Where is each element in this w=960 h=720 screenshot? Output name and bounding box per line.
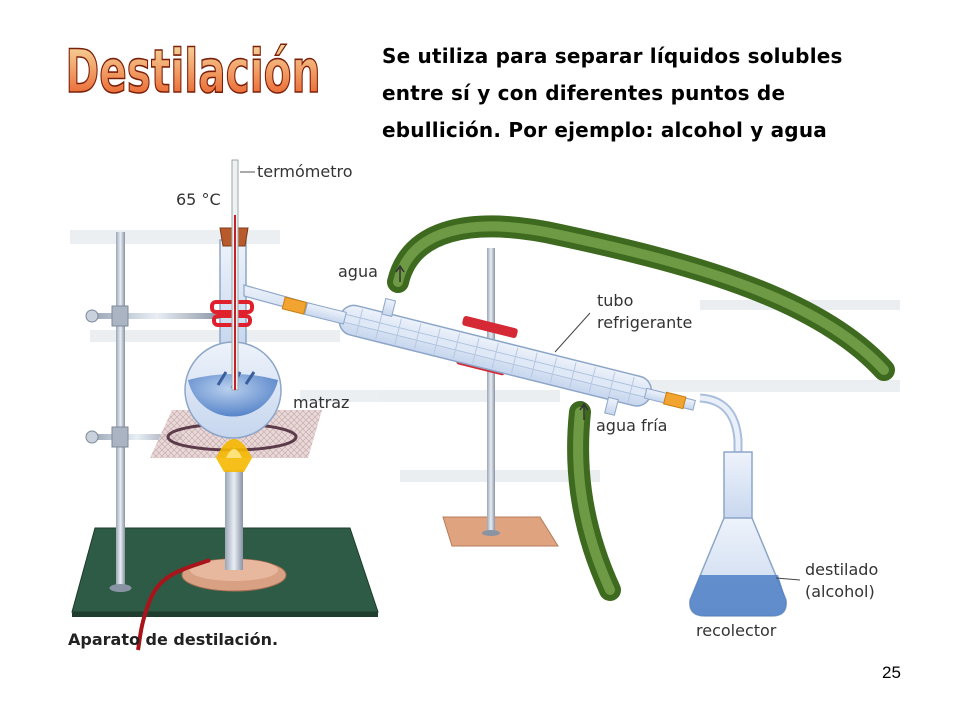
slide-title-text: Destilación: [66, 37, 321, 107]
upper-clamp-knob: [85, 309, 99, 323]
flame-inner: [226, 449, 242, 458]
outlet-adapter: [699, 393, 743, 456]
label-cold-water: agua fría: [596, 416, 668, 435]
label-thermometer: termómetro: [257, 162, 353, 181]
lower-clamp-holder: [111, 426, 129, 448]
intro-text: Se utiliza para separar líquidos soluble…: [382, 38, 902, 149]
right-stand-foot: [482, 530, 500, 536]
water-outlet-hose-highlight: [393, 221, 889, 375]
stand-base-plate-edge: [72, 612, 378, 617]
lower-clamp-knob: [85, 430, 99, 444]
leader-condenser: [554, 312, 591, 353]
water-inlet-arrow: [579, 402, 589, 420]
label-receiver: recolector: [696, 621, 777, 640]
diagram-caption: Aparato de destilación.: [68, 630, 279, 649]
label-distillate-line1: destilado: [805, 560, 879, 579]
flask-liquid: [188, 374, 278, 417]
burner-tube: [225, 470, 243, 570]
intro-line: Se utiliza para separar líquidos soluble…: [382, 44, 843, 68]
label-condenser-line2: refrigerante: [597, 313, 693, 332]
condenser-clamp-top: [462, 316, 518, 338]
label-temperature: 65 °C: [176, 190, 221, 209]
ring-stand-foot: [109, 584, 132, 592]
label-condenser-line1: tubo: [597, 291, 634, 310]
lower-clamp-arm: [92, 434, 182, 440]
intro-line: entre sí y con diferentes puntos de: [382, 81, 786, 105]
page-number: 25: [882, 663, 901, 682]
label-water-outlet: agua: [338, 262, 378, 281]
label-distillate-line2: (alcohol): [805, 582, 875, 601]
upper-clamp-arm: [92, 313, 222, 319]
intro-line: ebullición. Por ejemplo: alcohol y agua: [382, 118, 827, 142]
receiver-liquid: [689, 575, 787, 616]
water-outlet-arrow: [395, 264, 405, 282]
thermometer-mercury: [234, 215, 236, 390]
label-flask: matraz: [293, 393, 350, 412]
gas-hose: [136, 558, 211, 651]
right-stand-pole: [487, 248, 495, 533]
distillation-apparatus-illustration: [70, 159, 900, 651]
upper-clamp-holder: [111, 305, 129, 327]
receiver-neck: [723, 451, 753, 523]
outlet-adapter-inner: [699, 395, 741, 456]
slide-title: Destilación: [65, 36, 322, 108]
right-stand-base: [442, 516, 559, 547]
ring-stand-pole: [116, 232, 125, 587]
condenser: [281, 296, 696, 416]
leader-distillate: [775, 577, 801, 581]
water-inlet-hose-highlight: [573, 407, 615, 595]
